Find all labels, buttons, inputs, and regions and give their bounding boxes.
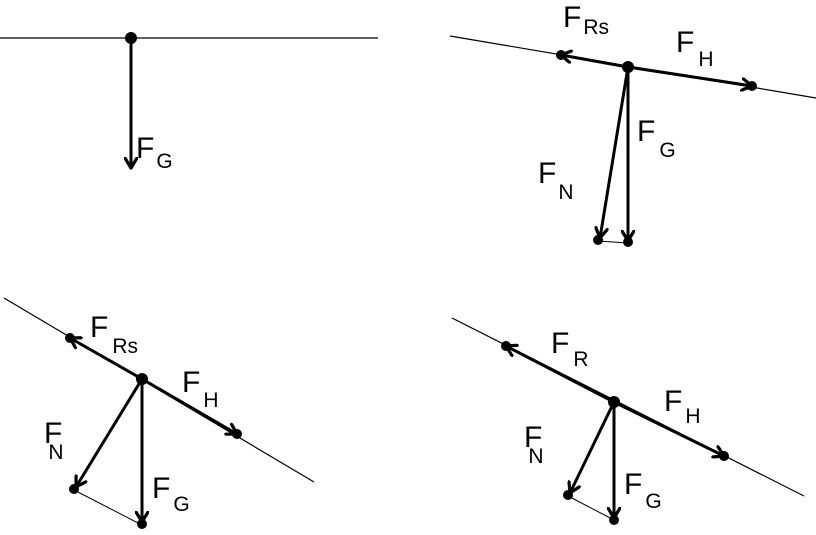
- vector-end-point: [719, 451, 729, 461]
- friction-force-arrow: [506, 346, 616, 404]
- vector-end-point: [69, 484, 79, 494]
- normal-force-label: FN: [538, 157, 574, 204]
- panel-slight-incline: FRs FH FG FN: [449, 1, 816, 247]
- static-friction-force-label: FRs: [90, 311, 138, 358]
- vector-end-point: [623, 237, 633, 247]
- body-point: [136, 373, 148, 385]
- parallelogram-edge: [73, 489, 143, 526]
- downhill-force-label: FH: [182, 366, 219, 412]
- downhill-force-arrow: [626, 65, 752, 86]
- body-point: [125, 32, 137, 44]
- static-friction-force-arrow: [561, 55, 630, 69]
- gravity-force-label: FG: [136, 132, 173, 173]
- downhill-force-arrow: [140, 377, 237, 434]
- vector-end-point: [609, 515, 619, 525]
- panel-flat-surface: FG: [0, 32, 378, 173]
- vector-end-point: [501, 341, 511, 351]
- downhill-force-arrow: [612, 400, 724, 456]
- normal-force-arrow: [600, 65, 630, 238]
- vector-end-point: [556, 50, 566, 60]
- vector-end-point: [593, 235, 603, 245]
- parallelogram-edge: [597, 240, 629, 244]
- body-point: [608, 396, 620, 408]
- parallelogram-edge: [567, 495, 615, 521]
- gravity-force-label: FG: [637, 115, 676, 162]
- gravity-force-label: FG: [624, 468, 662, 513]
- body-point: [622, 61, 634, 73]
- vector-end-point: [747, 81, 757, 91]
- vector-end-point: [563, 490, 573, 500]
- static-friction-force-label: FRs: [563, 1, 609, 39]
- vector-end-point: [137, 519, 147, 529]
- normal-force-arrow: [570, 400, 616, 493]
- vector-end-point: [232, 429, 242, 439]
- downhill-force-label: FH: [676, 26, 714, 71]
- vector-end-point: [65, 333, 75, 343]
- normal-force-arrow: [76, 377, 144, 487]
- static-friction-force-arrow: [70, 338, 144, 381]
